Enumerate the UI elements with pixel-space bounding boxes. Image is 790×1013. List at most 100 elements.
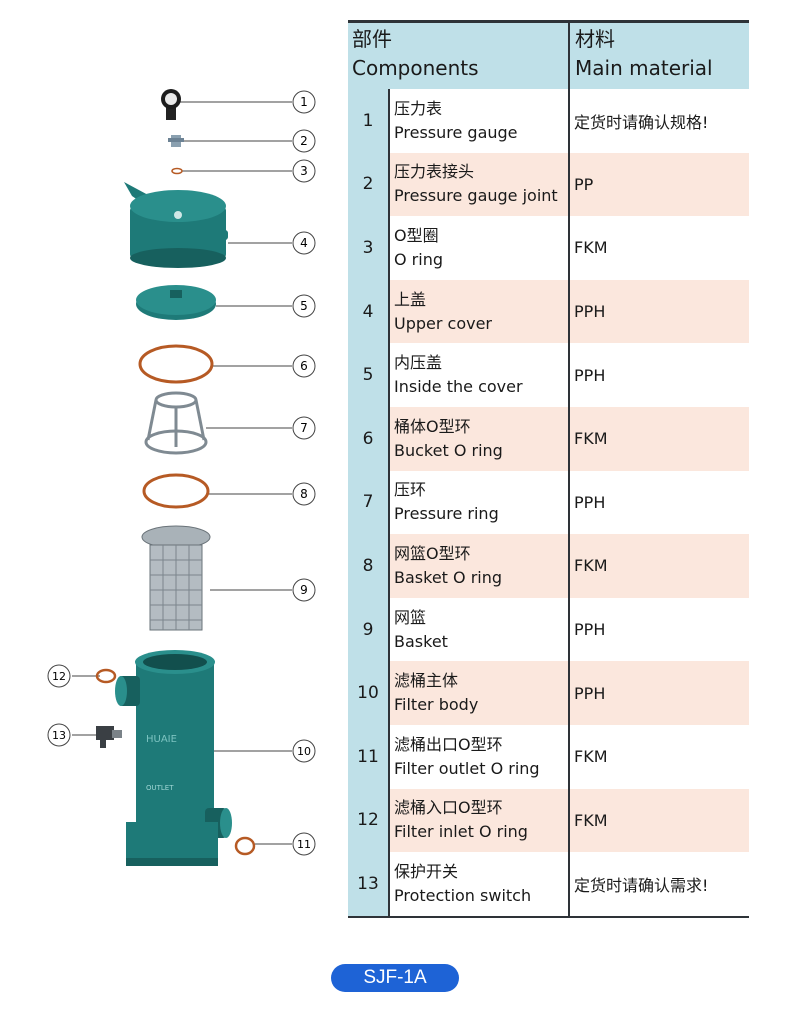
callout-10: 10 [292,739,316,763]
callout-11: 11 [292,832,316,856]
component-name-zh: 保护开关 [394,861,459,881]
callouts: 1 2 3 4 5 6 7 8 9 10 11 12 13 [47,90,316,856]
exploded-parts-diagram: HUAIE OUTLET 1 2 3 4 5 6 7 8 9 10 11 12 … [47,89,316,866]
material-value: FKM [569,534,750,598]
component-name-en: Upper cover [394,313,493,333]
callout-5: 5 [292,294,316,318]
row-number: 13 [348,852,390,918]
component-name-en: Filter inlet O ring [394,822,528,842]
callout-12: 12 [47,664,71,688]
row-number: 9 [348,597,390,662]
component-name-en: Bucket O ring [394,440,503,460]
callout-1: 1 [292,90,316,114]
model-badge: SJF-1A [331,964,459,992]
table-header-row: 部件 Components 材料 Main material [348,20,750,89]
leader-lines [72,101,292,845]
row-number: 12 [348,788,390,853]
callout-4: 4 [292,231,316,255]
component-name-zh: 网篮 [394,607,427,627]
component-name: O型圈 O ring [389,216,571,280]
material-value: FKM [574,747,608,767]
component-name-en: Basket [394,631,448,651]
material-value: PP [569,152,750,217]
svg-text:1: 1 [300,95,308,109]
material-value: FKM [569,788,750,853]
brand-text: HUAIE [146,734,177,745]
material-value: PPH [574,620,606,640]
row-number: 2 [348,152,390,217]
component-name-zh: 滤桶入口O型环 [394,798,503,818]
material-header-en: Main material [575,56,713,80]
component-name-zh: 网篮O型环 [394,543,471,563]
row-number: 3 [348,216,390,280]
component-name-en: Inside the cover [394,377,523,397]
material-value: PPH [569,661,750,725]
material-value: 定货时请确认规格! [574,112,709,132]
svg-text:5: 5 [300,299,308,313]
outlet-text: OUTLET [146,784,174,792]
component-name-en: O ring [394,249,443,269]
row-number: 10 [348,661,390,725]
outlet-oring-part [234,836,256,856]
callout-9: 9 [292,578,316,602]
basket-oring-part [142,473,210,509]
inside-cover-part [136,285,216,320]
svg-text:2: 2 [300,134,308,148]
gauge-joint-part [168,135,184,147]
filter-body-part: HUAIE OUTLET [115,650,232,866]
row-number: 6 [348,406,390,471]
svg-text:13: 13 [52,729,66,742]
component-name-en: Filter outlet O ring [394,758,540,778]
material-value: PPH [574,492,606,512]
svg-text:8: 8 [300,487,308,501]
component-name-zh: O型圈 [394,225,439,245]
material-value: PPH [569,279,750,344]
row-number: 8 [348,534,390,598]
row-number: 4 [348,279,390,344]
row-number: 5 [348,343,390,407]
component-name-en: Filter body [394,695,479,715]
component-name: 内压盖 Inside the cover [389,343,571,407]
svg-text:12: 12 [52,670,66,683]
svg-text:6: 6 [300,359,308,373]
material-header-zh: 材料 [575,27,616,51]
component-name: 网篮O型环 Basket O ring [389,534,571,598]
component-name-zh: 压力表接头 [394,162,475,182]
svg-text:7: 7 [300,421,308,435]
component-name-zh: 压环 [394,480,427,500]
component-name: 滤桶入口O型环 Filter inlet O ring [389,788,571,853]
row-number: 7 [348,470,390,535]
svg-text:11: 11 [297,838,311,851]
component-name-en: Pressure gauge [394,122,518,142]
components-header: 部件 Components [348,20,571,89]
callout-6: 6 [292,354,316,378]
component-name-zh: 内压盖 [394,353,443,373]
row-number: 11 [348,724,390,789]
component-name-zh: 上盖 [394,289,427,309]
upper-cover-part [124,182,228,268]
pressure-gauge-part [161,89,181,120]
callout-3: 3 [292,159,316,183]
callout-2: 2 [292,129,316,153]
component-name-en: Basket O ring [394,567,503,587]
components-header-en: Components [352,56,479,80]
inlet-oring-part [95,668,117,684]
svg-text:4: 4 [300,236,308,250]
material-header: 材料 Main material [569,20,750,89]
